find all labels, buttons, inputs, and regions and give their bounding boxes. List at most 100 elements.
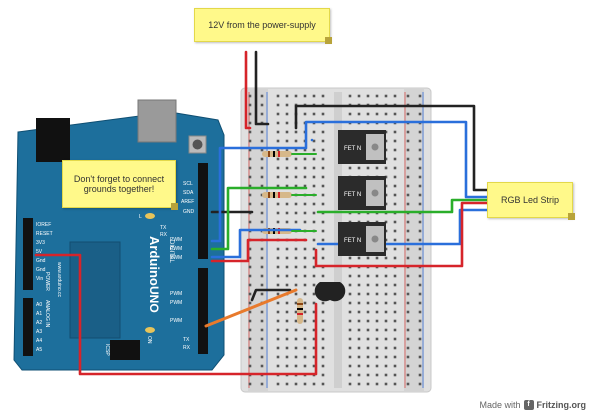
breadboard-hole [393,157,397,161]
breadboard-hole [406,310,410,314]
breadboard-hole [312,274,316,278]
breadboard-hole [248,166,252,170]
sensor [314,282,346,302]
breadboard-hole [418,238,422,242]
breadboard-hole [276,130,280,134]
tx-pin-label: TX [183,337,190,343]
breadboard-hole [276,220,280,224]
pin-a3: A3 [36,329,42,335]
breadboard-hole [418,157,422,161]
breadboard-hole [406,238,410,242]
breadboard-hole [406,193,410,197]
breadboard-hole [406,202,410,206]
breadboard-hole [418,184,422,188]
breadboard-hole [406,139,410,143]
breadboard-hole [393,301,397,305]
note-power-supply[interactable]: 12V from the power-supply [194,8,332,44]
mosfet-3 [338,222,386,256]
breadboard-hole [312,337,316,341]
note-ground-text: Don't forget to connect grounds together… [73,174,165,194]
breadboard-hole [276,166,280,170]
breadboard-hole [321,310,325,314]
breadboard-hole [418,130,422,134]
mosfet-2-label: FET N [344,192,361,198]
note-ground[interactable]: Don't forget to connect grounds together… [62,160,178,210]
breadboard-hole [248,265,252,269]
pwm-label-2: PWM [170,246,182,252]
breadboard-hole [406,247,410,251]
pin-a0: A0 [36,302,42,308]
breadboard-hole [285,274,289,278]
breadboard-hole [276,121,280,125]
pwm-label-1: PWM [170,237,182,243]
breadboard-hole [260,310,264,314]
breadboard-hole [321,346,325,350]
wires [34,50,489,376]
breadboard-hole [384,346,388,350]
breadboard-hole [366,328,370,332]
note-rgb-strip[interactable]: RGB Led Strip [487,182,575,220]
breadboard-hole [406,346,410,350]
breadboard-hole [294,130,298,134]
note-resize-handle[interactable] [568,213,575,220]
breadboard-hole [303,112,307,116]
breadboard-hole [348,328,352,332]
breadboard-hole [384,301,388,305]
mosfet-1 [338,130,386,164]
breadboard-hole [321,157,325,161]
breadboard-hole [312,202,316,206]
wire-12v-black [254,50,270,126]
breadboard-hole [285,328,289,332]
usb-port [137,99,177,143]
breadboard-hole [357,112,361,116]
breadboard-hole [406,355,410,359]
breadboard-hole [260,337,264,341]
breadboard-hole [276,202,280,206]
reset-button-cap[interactable] [192,139,203,150]
breadboard-hole [248,310,252,314]
breadboard-hole [312,328,316,332]
breadboard-hole [285,94,289,98]
breadboard-hole [375,112,379,116]
breadboard-hole [285,166,289,170]
note-resize-handle[interactable] [171,203,178,210]
breadboard-hole [348,112,352,116]
breadboard-hole [393,139,397,143]
breadboard-hole [384,364,388,368]
breadboard-hole [357,373,361,377]
breadboard-hole [294,283,298,287]
pin-ioref: IOREF [36,222,51,228]
breadboard-hole [248,274,252,278]
breadboard-hole [285,220,289,224]
breadboard-hole [321,229,325,233]
note-resize-handle[interactable] [325,37,332,44]
breadboard-hole [375,355,379,359]
breadboard-hole [248,256,252,260]
breadboard-hole [393,319,397,323]
breadboard-hole [406,292,410,296]
breadboard-hole [294,139,298,143]
breadboard-hole [321,328,325,332]
breadboard-hole [393,175,397,179]
credit-prefix: Made with [479,400,521,410]
breadboard-hole [393,112,397,116]
wire-green-1 [210,186,308,251]
breadboard-hole [375,301,379,305]
breadboard-hole [393,274,397,278]
breadboard-hole [276,382,280,386]
breadboard-hole [406,148,410,152]
breadboard-hole [348,355,352,359]
breadboard-hole [285,184,289,188]
breadboard-hole [393,193,397,197]
breadboard-hole [312,112,316,116]
breadboard-hole [260,184,264,188]
breadboard-hole [276,148,280,152]
breadboard-hole [303,184,307,188]
breadboard-hole [406,130,410,134]
breadboard-hole [312,256,316,260]
breadboard-hole [348,292,352,296]
breadboard-hole [248,148,252,152]
breadboard-hole [260,112,264,116]
breadboard-hole [260,274,264,278]
breadboard-hole [375,346,379,350]
